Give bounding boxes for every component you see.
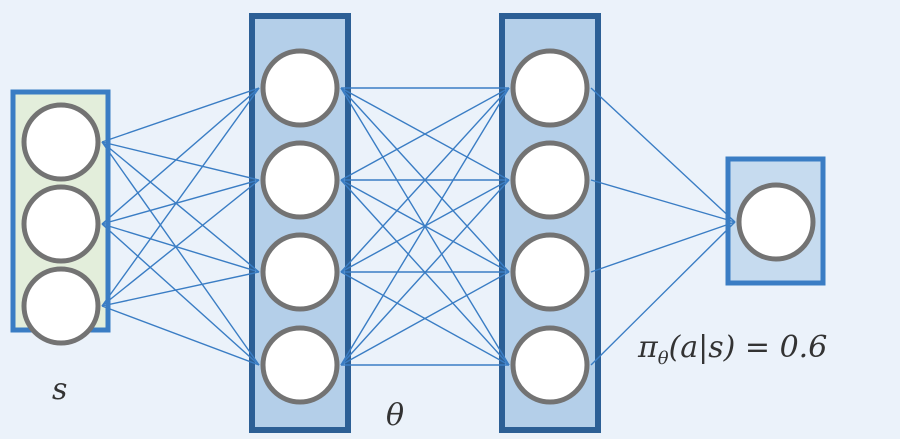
output-neuron [736,182,816,262]
input-neuron [21,266,101,346]
connection-edge [101,223,260,366]
policy-expression: (a|s) = 0.6 [668,330,828,365]
connection-edge [340,87,510,273]
connection-edge [340,271,510,366]
connection-edge [101,141,260,273]
connection-edge [590,179,736,223]
policy-pi: π [638,330,658,365]
hidden-2-neuron [510,325,590,405]
input-neuron [21,184,101,264]
connection-edge [340,87,510,366]
hidden-1-neuron [260,232,340,312]
connection-edge [101,141,260,181]
connection-edge [590,221,736,273]
hidden-2-neuron [510,232,590,312]
hidden-1-neuron [260,48,340,128]
connection-edge [101,305,260,366]
policy-label: πθ(a|s) = 0.6 [638,330,827,369]
hidden-2-neuron [510,140,590,220]
connection-edge [101,223,260,273]
connection-edge [101,87,260,307]
hidden-2-neuron [510,48,590,128]
connection-edge [340,87,510,181]
connection-edge [590,87,736,223]
connection-edge [101,179,260,225]
state-label: s [52,372,68,407]
connection-edge [590,221,736,366]
hidden-1-neuron [260,140,340,220]
policy-sub: θ [657,348,669,369]
theta-label: θ [386,398,405,433]
connection-edge [101,87,260,143]
input-neuron [21,102,101,182]
hidden-1-neuron [260,325,340,405]
connection-edge [101,87,260,225]
connection-edge [340,179,510,366]
connection-edge [101,271,260,307]
connection-edge [101,141,260,366]
connection-edge [101,179,260,307]
